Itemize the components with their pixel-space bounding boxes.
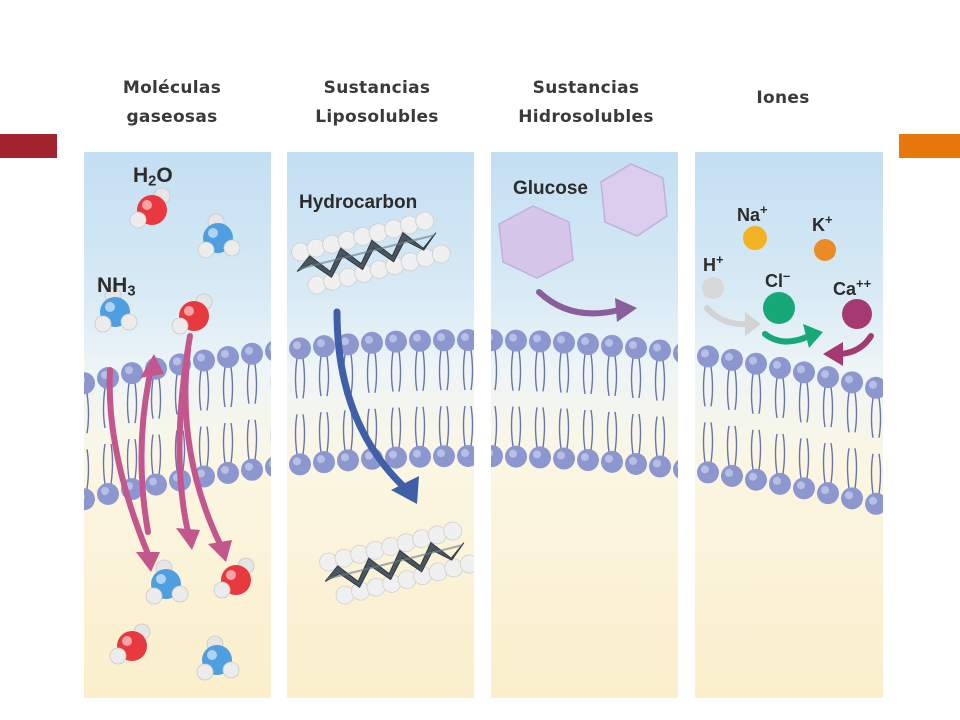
calcium-ion-icon [842,299,872,329]
lipid-bilayer [491,329,678,479]
accent-bar-left [0,134,57,158]
water-molecule-icon [213,557,255,599]
ammonia-molecule-icon [94,287,138,333]
panel-hydrosoluble: Glucose [491,152,678,698]
gas-arrows [106,333,232,572]
panel-gaseous-art [84,187,271,681]
column-title-line2: Liposolubles [315,107,439,127]
water-molecule-icon [171,293,213,335]
hydrocarbon-molecule-icon [319,521,474,605]
lipid-arrow [333,308,419,504]
ammonia-molecule-icon [145,559,189,605]
column-title-line1: Moléculas [122,78,222,98]
hydrocarbon-label: Hydrocarbon [299,192,418,213]
panel-ions: Na+ K+ H+ Cl– Ca++ [695,152,883,698]
ammonia-molecule-icon [196,635,240,681]
glucose-arrow [536,289,637,322]
column-title-line2: Hidrosolubles [518,107,654,127]
panel-liposoluble: Hydrocarbon [287,152,474,698]
h-ion-arrow [704,305,761,336]
cl-ion-arrow [762,324,823,348]
water-molecule-icon [109,623,151,665]
hydrocarbon-molecule-icon [291,211,451,295]
hydrogen-ion-icon [702,277,724,299]
k-ion-label: K+ [812,212,833,236]
column-title-liposoluble: Sustancias Liposolubles [282,74,472,132]
panel-hydrosoluble-art [491,163,678,479]
ca-ion-arrow [823,333,874,366]
chloride-ion-icon [763,292,795,324]
na-ion-label: Na+ [737,202,768,226]
accent-bar-right [899,134,960,158]
sodium-ion-icon [743,226,767,250]
glucose-label: Glucose [513,178,588,199]
column-title-line1: Iones [756,88,810,108]
column-title-line1: Sustancias [323,78,431,98]
lipid-bilayer [84,341,271,511]
column-title-gaseous: Moléculas gaseosas [77,74,267,132]
h-ion-label: H+ [703,252,724,276]
glucose-hexagon-icon [498,205,574,279]
column-title-hydrosoluble: Sustancias Hidrosolubles [491,74,681,132]
panel-ions-art [697,226,883,515]
cl-ion-label: Cl– [765,268,791,292]
column-title-line1: Sustancias [532,78,640,98]
panel-gaseous-molecules: H2O NH3 [84,152,271,698]
lipid-bilayer [697,345,883,515]
ammonia-molecule-icon [197,213,241,259]
h2o-label: H2O [133,164,173,190]
water-molecule-icon [129,187,171,229]
ca-ion-label: Ca++ [833,276,872,300]
glucose-hexagon-icon [600,163,668,237]
panel-liposoluble-art [289,211,474,605]
column-title-ions: Iones [688,84,878,113]
column-title-line2: gaseosas [126,107,218,127]
potassium-ion-icon [814,239,836,261]
nh3-label: NH3 [97,274,136,300]
